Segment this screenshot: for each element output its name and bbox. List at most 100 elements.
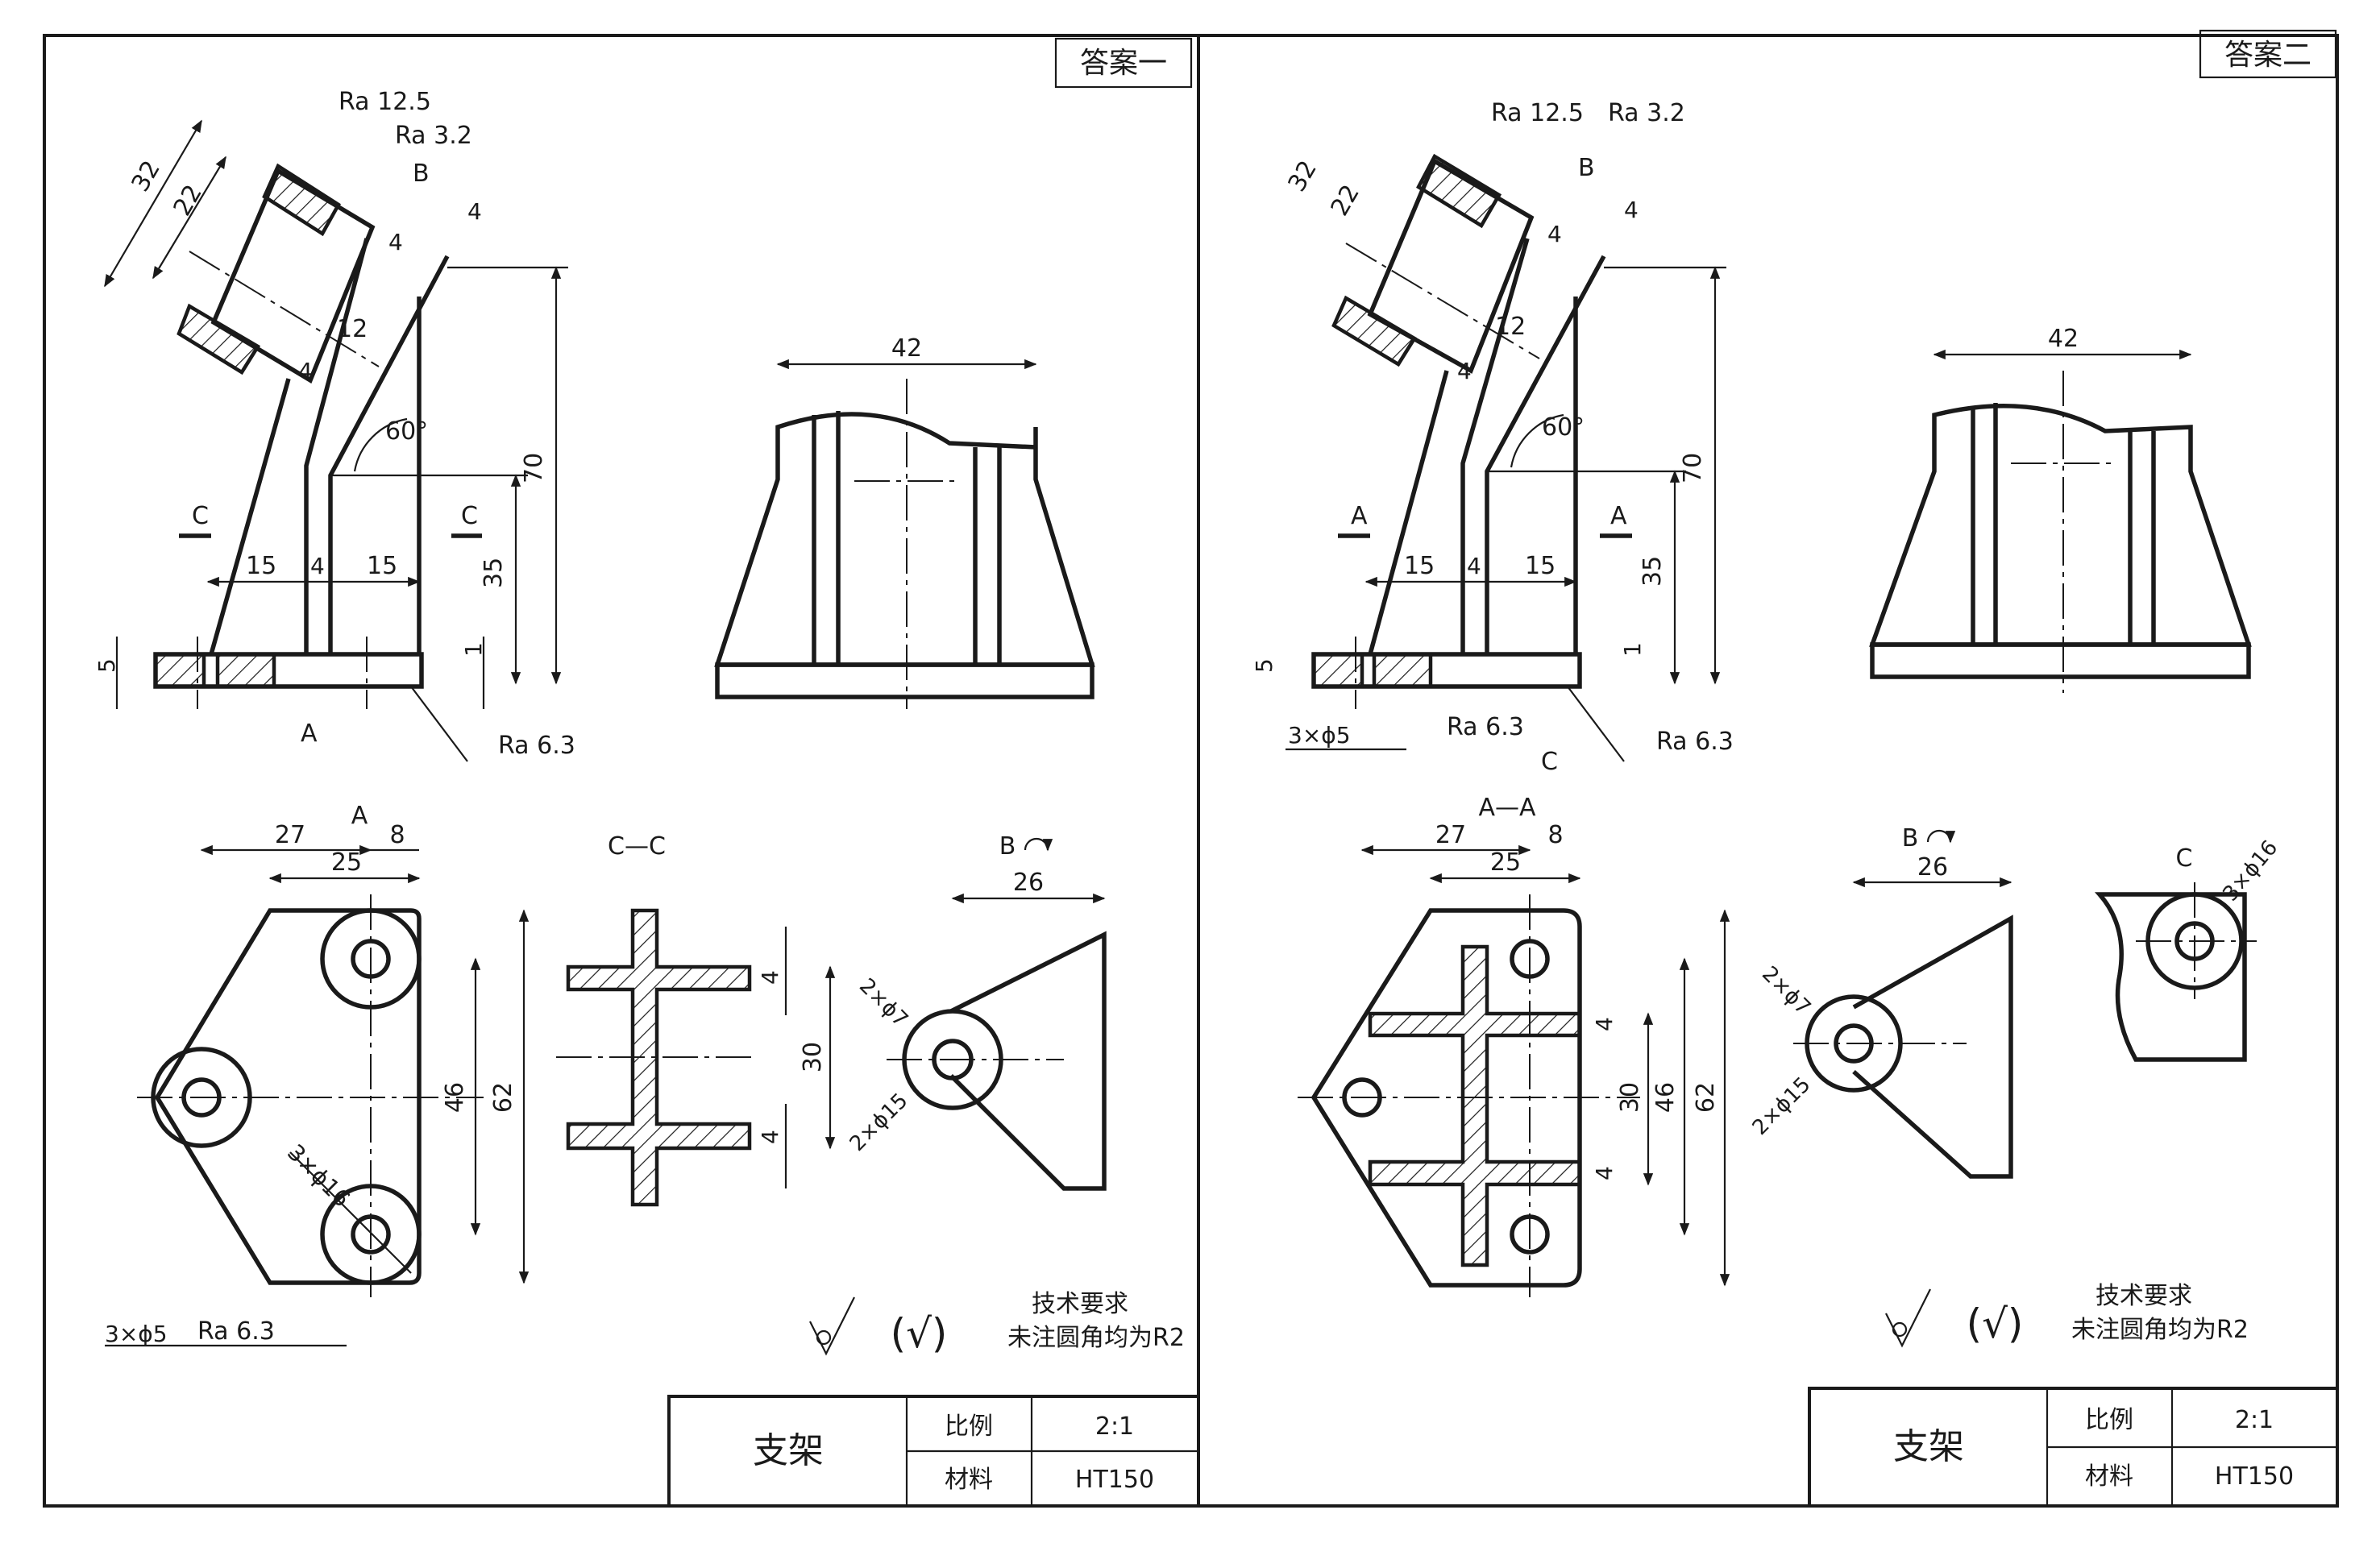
section-mark-c-left: C (192, 502, 209, 530)
side-base-2 (1870, 642, 2251, 679)
ra-label-3: Ra 6.3 (498, 732, 575, 760)
tech-notes-text-2: 未注圆角均为R2 (2071, 1316, 2249, 1344)
dim-4-b: 4 (388, 229, 403, 255)
dim-b-26: 26 (1013, 869, 1044, 897)
dim-15-bb: 15 (1525, 552, 1556, 580)
inclined-arm-inner (304, 238, 369, 654)
boss-flange-top-2 (1416, 153, 1502, 229)
answer-tag-box-2 (2199, 29, 2337, 79)
dim-5b: 5 (1251, 658, 1277, 673)
dim-60deg: 60° (385, 417, 428, 446)
view-b-title: B (999, 832, 1016, 861)
dim-22: 22 (168, 180, 208, 221)
title-block-2: 支架 比例 2:1 材料 HT150 (1808, 1387, 2339, 1508)
scale-value-2: 2:1 (2235, 1406, 2274, 1434)
view-b-title-2: B (1902, 824, 1919, 852)
section-mark-a-right: A (1610, 502, 1627, 530)
part-name: 支架 (753, 1430, 824, 1471)
roughness-paren-2: (√) (1967, 1300, 2024, 1347)
dim-22-line (152, 156, 226, 280)
view-b-arrow-2 (1926, 829, 1956, 844)
dim-12b: 12 (1495, 313, 1526, 341)
dim-1: 1 (460, 642, 487, 657)
section-aa-ribs (1368, 944, 1582, 1267)
section-mark-a-left: A (1351, 502, 1368, 530)
view-c-title: C (2176, 844, 2193, 873)
side-outline (714, 412, 1095, 667)
base-hole-section-2c (1372, 652, 1433, 689)
dim-35b: 35 (1639, 556, 1667, 587)
dim-5: 5 (93, 658, 120, 673)
ra-label-4b: Ra 6.3 (1656, 728, 1734, 756)
dim-aa-4-top: 4 (1591, 1017, 1618, 1031)
dim-1b: 1 (1619, 642, 1646, 657)
dim-15-a: 15 (246, 552, 276, 580)
dim-8: 8 (389, 821, 405, 849)
ra-label-2: Ra 3.2 (395, 122, 472, 150)
roughness-circle (816, 1329, 832, 1346)
ra-label-1b: Ra 12.5 (1491, 99, 1584, 127)
section-aa: A—A 27 8 25 4 30 4 46 62 (1298, 794, 1730, 1297)
tech-notes-text: 未注圆角均为R2 (1007, 1324, 1185, 1352)
right-sheet: 答案二 Ra 12.5 Ra 3.2 Ra 6.3 (1251, 29, 2339, 1508)
main-view: Ra 12.5 Ra 3.2 Ra 6.3 32 22 4 4 12 4 60°… (93, 88, 575, 762)
dim-4-c: 4 (298, 358, 313, 384)
view-a-outline (154, 908, 422, 1285)
dim-42: 42 (891, 334, 922, 363)
view-b-arrow (1024, 837, 1053, 852)
dim-aa-30: 30 (1616, 1082, 1644, 1113)
section-cc-title: C—C (608, 832, 666, 861)
tech-notes-title-2: 技术要求 (2095, 1282, 2192, 1310)
rib-outline-2 (1368, 370, 1449, 655)
main-view-2: Ra 12.5 Ra 3.2 Ra 6.3 Ra 6.3 32 22 4 4 1… (1251, 99, 1734, 776)
ra-label-2b: Ra 3.2 (1608, 99, 1685, 127)
sheet-border (43, 34, 2339, 1508)
dim-c-3x16: 3×ϕ16 (2218, 836, 2282, 906)
scale-value: 2:1 (1095, 1412, 1134, 1441)
roughness-circle-2 (1892, 1321, 1908, 1338)
dim-4-d: 4 (310, 553, 325, 579)
dim-15-b: 15 (367, 552, 397, 580)
dim-32b: 32 (1283, 156, 1323, 197)
dim-3x16: 3×ϕ16 (282, 1139, 355, 1213)
material-label-2: 材料 (2085, 1462, 2133, 1491)
view-a: A 27 8 25 46 62 3×ϕ16 3×ϕ5 Ra 6.3 (105, 802, 530, 1347)
dim-4-bb: 4 (1547, 221, 1562, 247)
dim-4-db: 4 (1467, 553, 1481, 579)
callout-ra63: Ra 6.3 (197, 1317, 275, 1346)
boss-centerline (189, 251, 380, 367)
section-mark-c-right: C (461, 502, 478, 530)
angle-60-arc (353, 417, 408, 472)
dim-cc-4-top: 4 (757, 970, 783, 985)
roughness-paren: (√) (891, 1310, 948, 1357)
dim-4-a: 4 (467, 198, 482, 225)
ra-label-1: Ra 12.5 (339, 88, 431, 116)
dim-22b: 22 (1326, 180, 1365, 221)
dim-cc-30: 30 (799, 1042, 827, 1072)
view-a-title: A (351, 802, 368, 830)
section-cc: C—C 4 30 4 (556, 832, 836, 1207)
dim-62: 62 (489, 1082, 517, 1113)
part-name-2: 支架 (1893, 1426, 1964, 1467)
boss-flange-bottom (177, 303, 261, 375)
side-base (715, 662, 1094, 699)
view-mark-cb: C (1541, 748, 1558, 776)
view-b: B 26 2×ϕ7 2×ϕ15 (845, 832, 1107, 1191)
dim-b-2x7: 2×ϕ7 (854, 974, 912, 1032)
leader-ra63-2 (1567, 686, 1625, 762)
dim-42b: 42 (2048, 325, 2079, 353)
rib-outline (209, 378, 291, 655)
boss-body-2 (1367, 158, 1535, 374)
boss-flange-top (262, 163, 341, 237)
dim-4-ab: 4 (1624, 197, 1639, 223)
material-value: HT150 (1075, 1466, 1154, 1494)
dim-60b: 60° (1542, 413, 1585, 442)
inclined-arm-inner-2 (1460, 238, 1530, 654)
boss-centerline-2 (1345, 243, 1540, 359)
callout-3x5: 3×ϕ5 (105, 1321, 168, 1347)
dim-aa-27: 27 (1435, 821, 1466, 849)
view-mark-bb: B (1578, 154, 1595, 182)
roughness-check-symbol (809, 1296, 855, 1356)
left-sheet: 答案一 (93, 37, 1200, 1508)
view-mark-b: B (413, 160, 430, 188)
